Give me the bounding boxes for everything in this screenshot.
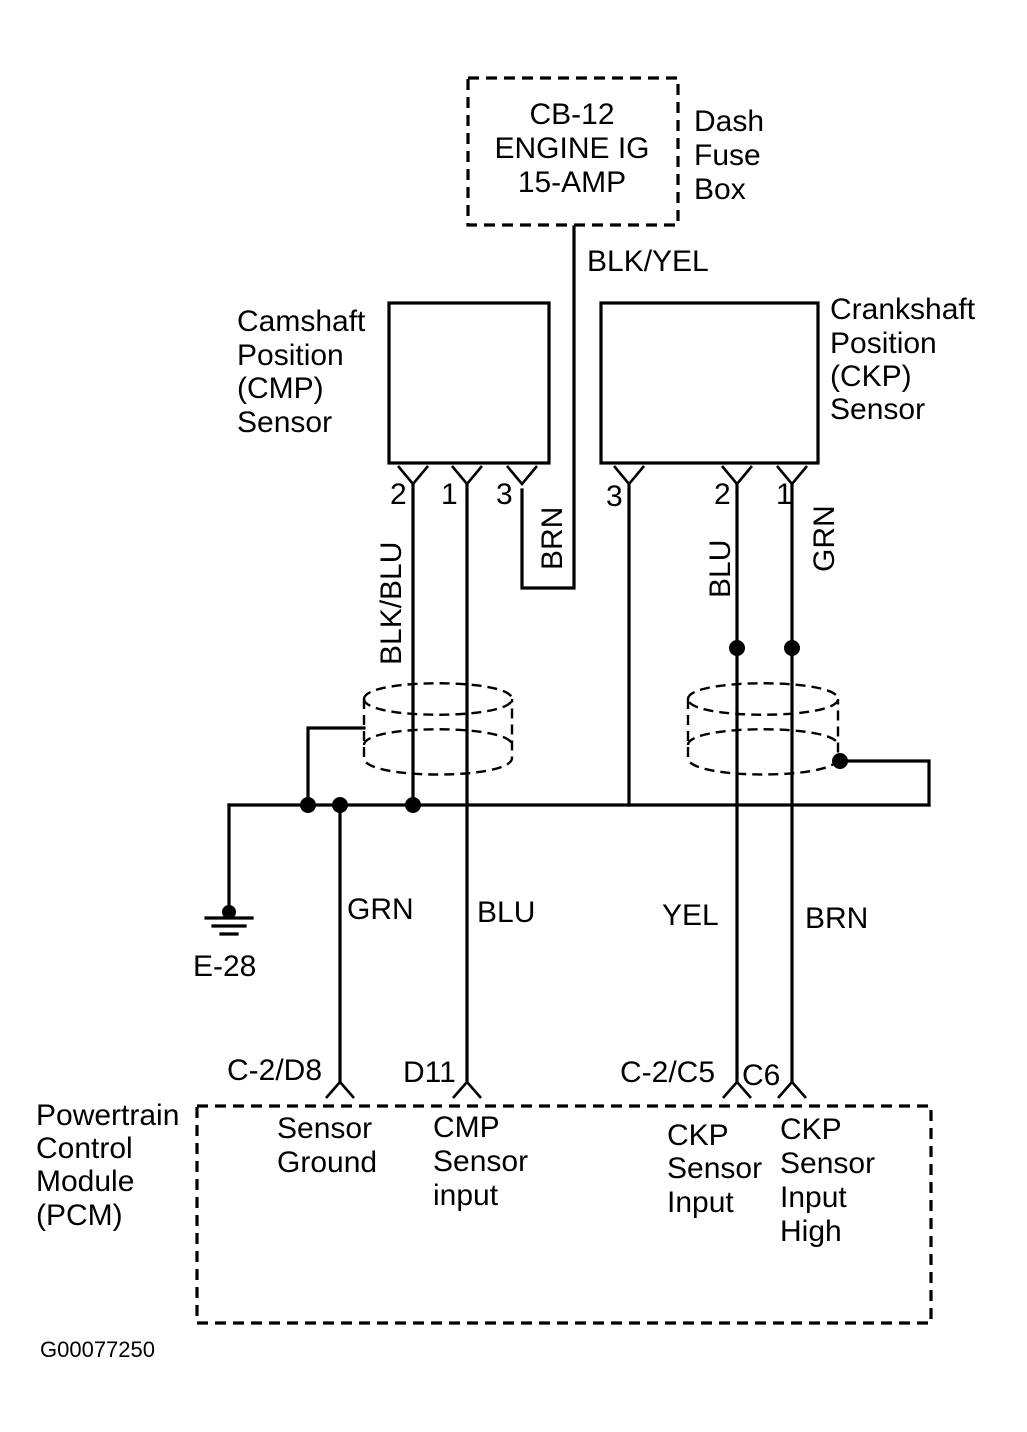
cmp-sensor-body [387,301,551,465]
cmp-sensor-name-line-2: Position [237,339,344,372]
pcm-terminal-ckp-input: C-2/C5 [620,1056,715,1089]
ckp-pin2-splice-dot [729,640,745,656]
ckp-sensor: Crankshaft Position (CKP) Sensor 3 2 1 [599,293,976,513]
pcm-input-sensor-ground-line-2: Ground [277,1146,377,1179]
ckp-pin-3-number: 3 [606,480,623,513]
ckp-pin2-wire-color: BLU [704,540,737,598]
pcm-wire-colors: GRN BLU YEL BRN [347,893,868,935]
ckp-sensor-body [599,301,820,465]
cmp-sensor-name-line-4: Sensor [237,406,332,439]
fuse-label-line-1: CB-12 [529,98,614,131]
ground-e28: E-28 [193,905,256,983]
pcm-d11-connector [452,1080,482,1099]
cmp-sensor: Camshaft Position (CMP) Sensor 2 1 3 [237,301,551,511]
ckp-input-wire-color: YEL [662,899,719,932]
ckp-shield-top [686,682,840,716]
fuse-box-location-line-3: Box [694,173,746,206]
pcm-input-cmp-line-3: input [433,1179,499,1212]
cmp-shield-mid [362,728,514,746]
cmp-shield-splice-dot [300,797,316,813]
ckp-sensor-name-line-1: Crankshaft [830,293,976,326]
pcm-terminal-cmp-input: D11 [403,1056,456,1089]
pcm-name-line-2: Control [36,1132,133,1165]
pcm-input-ckp-high-line-4: High [780,1215,842,1248]
pcm-terminal-ckp-input-high: C6 [742,1059,780,1092]
cmp-sensor-name-line-1: Camshaft [237,305,366,338]
cmp-pin2-splice-dot [405,797,421,813]
cmp-sensor-name-line-3: (CMP) [237,372,324,405]
figure-id: G00077250 [40,1337,155,1362]
pcm-input-ckp-high-line-2: Sensor [780,1147,875,1180]
pcm: Powertrain Control Module (PCM) C-2/D8 D… [36,1054,933,1325]
pcm-name-line-1: Powertrain [36,1099,179,1132]
ckp-shield-mid [686,728,840,746]
ckp-pin1-wire-color: GRN [808,505,841,572]
pcm-name-line-3: Module [36,1165,134,1198]
pcm-c5-connector [722,1080,752,1099]
pcm-input-ckp-high-line-1: CKP [780,1113,842,1146]
fuse-feed-wire-color: BLK/YEL [587,245,709,278]
pcm-c6-connector [777,1080,807,1099]
cmp-shield-drain [306,726,366,807]
cmp-shield-body [362,699,514,776]
ckp-pin1-splice-dot [784,640,800,656]
fuse-label-line-3: 15-AMP [518,166,626,199]
ground-bus [227,726,931,1084]
cmp-pin-3-number: 3 [496,478,513,511]
pcm-outline [195,1104,933,1325]
pcm-input-ckp-high-line-3: Input [780,1181,847,1214]
pcm-input-ckp-line-2: Sensor [667,1152,762,1185]
ckp-sensor-name-line-4: Sensor [830,393,925,426]
ckp-shield-drain [838,759,931,807]
ckp-shield-drain-dot [832,753,848,769]
ground-label: E-28 [193,950,256,983]
fuse-box-location-line-1: Dash [694,105,764,138]
ground-point-dot [222,905,236,919]
pcm-d8-connector [325,1080,355,1099]
ckp-pin-1-number: 1 [776,478,793,511]
ckp-pin-2-number: 2 [714,478,731,511]
pcm-name-line-4: (PCM) [36,1199,123,1232]
pcm-input-ckp-line-3: Input [667,1186,734,1219]
ckp-input-high-wire-color: BRN [805,902,868,935]
fuse-box-location-line-2: Fuse [694,139,761,172]
pcm-terminal-sensor-ground: C-2/D8 [227,1054,322,1087]
fuse-box-outline [466,76,680,227]
cmp-pin2-wire-color: BLK/BLU [375,542,408,665]
cmp-pin-3-connector [506,465,538,487]
pcm-input-ckp-line-1: CKP [667,1119,729,1152]
pcm-input-cmp-line-1: CMP [433,1111,500,1144]
sensor-wires: BLK/BLU BLU GRN [375,482,841,1084]
cmp-pin-2-number: 2 [390,478,407,511]
fuse-label-line-2: ENGINE IG [494,132,649,165]
cmp-pin3-wire-color: BRN [536,507,569,570]
cmp-pin-1-number: 1 [441,478,458,511]
fuse-box: CB-12 ENGINE IG 15-AMP Dash Fuse Box [466,76,764,227]
fuse-feed-wire-path [520,225,576,590]
cmp-shield-top [362,682,514,716]
ckp-sensor-name-line-2: Position [830,327,937,360]
sensor-ground-wire-color: GRN [347,893,414,926]
cmp-input-wire-color: BLU [477,896,535,929]
pcm-input-cmp-line-2: Sensor [433,1145,528,1178]
pcm-input-sensor-ground-line-1: Sensor [277,1112,372,1145]
fuse-feed-wire: BLK/YEL BRN [520,225,709,590]
ckp-shield [686,682,840,776]
ckp-sensor-name-line-3: (CKP) [830,360,912,393]
cmp-shield [362,682,514,776]
